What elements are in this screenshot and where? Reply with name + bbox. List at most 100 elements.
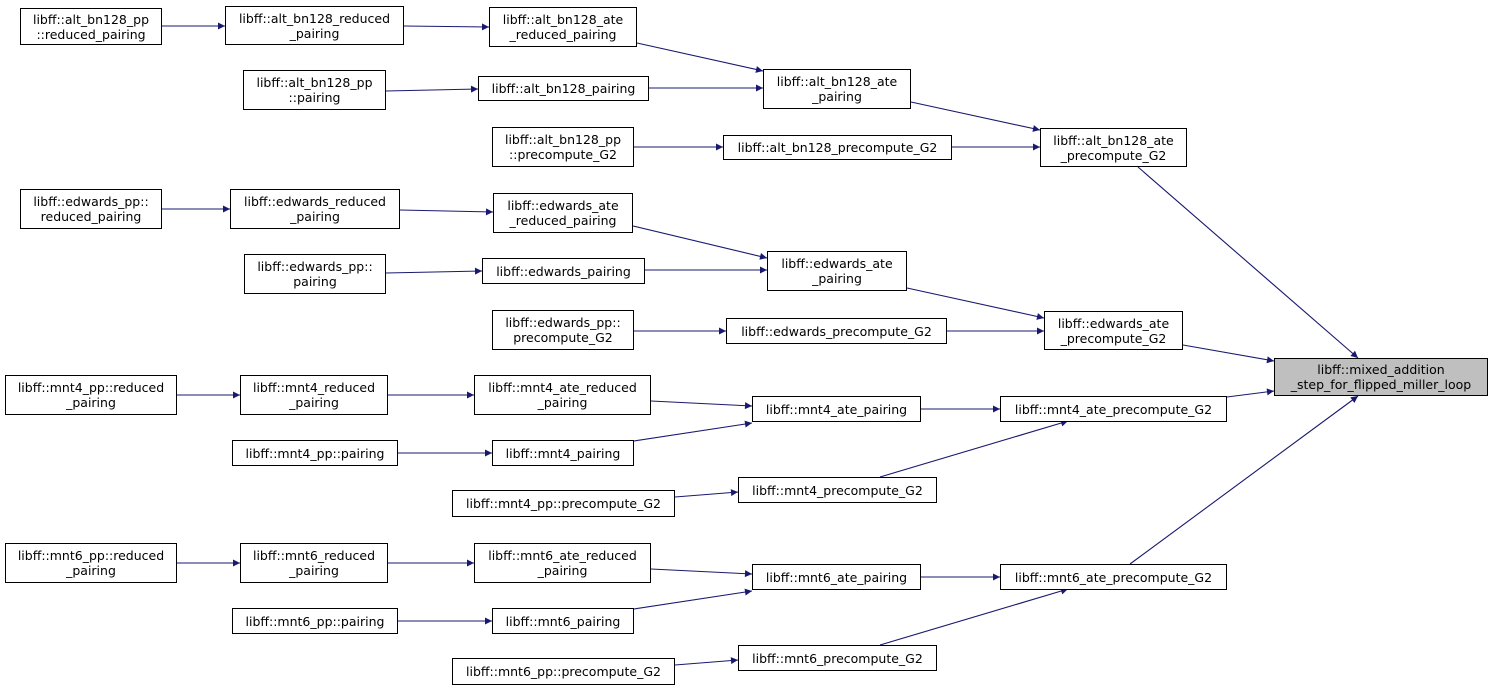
node-label-line: libff::mnt6_reduced — [252, 548, 376, 563]
node-label-line: ::reduced_pairing — [36, 26, 146, 42]
edge-alt_ate_pairing-to-alt_ate_precompute — [910, 101, 1041, 132]
node-edwards-ate-reduced-pairing[interactable]: libff::edwards_ate _reduced_pairing — [493, 193, 633, 233]
node-label-line: libff::mnt6_ate_precompute_G2 — [1014, 569, 1213, 585]
node-label-line: libff::edwards_precompute_G2 — [741, 323, 932, 339]
node-label-line: _reduced_pairing — [509, 213, 617, 228]
edge-mnt6_ate_reduced-to-mnt6_ate_pairing — [650, 568, 753, 578]
node-label-line: libff::edwards_reduced — [244, 194, 386, 209]
node-mnt4-pp-reduced-pairing[interactable]: libff::mnt4_pp::reduced _pairing — [5, 375, 177, 415]
node-mnt6-pairing[interactable]: libff::mnt6_pairing — [492, 608, 634, 634]
node-edwards-precompute-g2[interactable]: libff::edwards_precompute_G2 — [726, 318, 947, 344]
node-mixed-addition-step: libff::mixed_addition _step_for_flipped_… — [1274, 358, 1488, 396]
node-mnt4-ate-reduced-pairing[interactable]: libff::mnt4_ate_reduced _pairing — [474, 375, 651, 415]
node-label-line: _pairing — [289, 395, 339, 410]
node-label-line: _pairing — [66, 563, 116, 578]
node-label-line: libff::mnt6_ate_reduced — [488, 548, 637, 563]
node-label-line: libff::mnt4_precompute_G2 — [752, 482, 923, 498]
node-label-line: libff::mnt6_precompute_G2 — [752, 650, 923, 666]
node-mnt6-reduced-pairing[interactable]: libff::mnt6_reduced _pairing — [240, 543, 388, 583]
node-edwards-pp-reduced-pairing[interactable]: libff::edwards_pp:: reduced_pairing — [20, 189, 162, 229]
node-alt-bn128-reduced-pairing[interactable]: libff::alt_bn128_reduced _pairing — [225, 6, 404, 45]
node-label-line: libff::mnt6_pp::reduced — [17, 548, 165, 563]
node-label-line: libff::mnt6_pairing — [505, 613, 621, 629]
node-mnt6-precompute-g2[interactable]: libff::mnt6_precompute_G2 — [738, 645, 937, 671]
node-label-line: _pairing — [290, 209, 340, 224]
node-label-line: libff::mnt4_ate_reduced — [488, 380, 637, 395]
node-label-line: libff::edwards_ate — [1057, 315, 1170, 331]
node-label-line: libff::alt_bn128_ate — [502, 12, 624, 27]
node-edwards-ate-precompute-g2[interactable]: libff::edwards_ate _precompute_G2 — [1044, 311, 1183, 350]
node-mnt6-ate-reduced-pairing[interactable]: libff::mnt6_ate_reduced _pairing — [474, 543, 651, 583]
node-label-line: libff::edwards_pairing — [496, 263, 631, 279]
node-label-line: libff::mnt4_pairing — [505, 445, 621, 461]
node-label-line: libff::edwards_ate — [507, 198, 619, 213]
node-alt-bn128-pairing[interactable]: libff::alt_bn128_pairing — [478, 76, 649, 101]
node-mnt6-pp-reduced-pairing[interactable]: libff::mnt6_pp::reduced _pairing — [5, 543, 177, 583]
node-label-line: libff::mnt6_ate_pairing — [765, 569, 908, 585]
edge-mnt4_pairing-to-mnt4_ate_pairing — [633, 420, 753, 442]
node-label-line: libff::alt_bn128_pp — [256, 75, 373, 90]
node-label-line: _pairing — [812, 271, 862, 286]
node-label-line: _pairing — [537, 563, 588, 578]
node-label-line: libff::mnt4_pp::pairing — [245, 445, 385, 461]
node-label-line: libff::mixed_addition — [1317, 362, 1445, 377]
node-alt-bn128-ate-precompute-g2[interactable]: libff::alt_bn128_ate _precompute_G2 — [1040, 128, 1187, 167]
edge-alt_pp_pairing-to-alt_pairing — [385, 85, 479, 93]
node-label-line: libff::edwards_pp:: — [505, 315, 621, 330]
node-edwards-pp-pairing[interactable]: libff::edwards_pp:: pairing — [244, 254, 386, 294]
node-label-line: libff::alt_bn128_ate — [1053, 132, 1174, 148]
node-mnt6-ate-precompute-g2[interactable]: libff::mnt6_ate_precompute_G2 — [1000, 564, 1227, 590]
node-mnt6-pp-pairing[interactable]: libff::mnt6_pp::pairing — [232, 608, 398, 634]
node-alt-bn128-pp-pairing[interactable]: libff::alt_bn128_pp ::pairing — [243, 70, 386, 110]
node-alt-bn128-precompute-g2[interactable]: libff::alt_bn128_precompute_G2 — [723, 135, 952, 160]
edge-alt_ate_reduced-to-alt_ate_pairing — [636, 42, 764, 73]
node-mnt4-reduced-pairing[interactable]: libff::mnt4_reduced _pairing — [240, 375, 388, 415]
node-label-line: _precompute_G2 — [1060, 330, 1167, 346]
node-label-line: _pairing — [812, 89, 862, 104]
node-label-line: _pairing — [289, 25, 340, 41]
node-mnt4-pairing[interactable]: libff::mnt4_pairing — [492, 440, 634, 466]
node-label-line: libff::alt_bn128_pp — [32, 11, 150, 27]
node-label-line: libff::alt_bn128_reduced — [238, 10, 391, 26]
node-label-line: _pairing — [537, 395, 588, 410]
node-label-line: libff::mnt4_pp::reduced — [17, 380, 165, 395]
node-label-line: libff::mnt4_reduced — [252, 380, 376, 395]
edge-mnt4_ate_precompute-to-mixed_addition — [1226, 388, 1275, 398]
node-mnt4-precompute-g2[interactable]: libff::mnt4_precompute_G2 — [738, 477, 937, 503]
node-label-line: libff::mnt4_ate_precompute_G2 — [1014, 401, 1213, 417]
node-label-line: libff::alt_bn128_pp — [504, 132, 622, 147]
node-label-line: _pairing — [289, 563, 339, 578]
node-alt-bn128-ate-pairing[interactable]: libff::alt_bn128_ate _pairing — [763, 69, 911, 109]
node-alt-bn128-ate-reduced-pairing[interactable]: libff::alt_bn128_ate _reduced_pairing — [489, 7, 637, 47]
node-mnt4-ate-precompute-g2[interactable]: libff::mnt4_ate_precompute_G2 — [1000, 396, 1227, 422]
node-label-line: libff::alt_bn128_pairing — [491, 81, 636, 96]
edge-mnt4_precompute-to-mnt4_ate_precompute — [879, 419, 1069, 478]
node-label-line: libff::edwards_pp:: — [257, 259, 373, 274]
edge-alt_ate_precompute-to-mixed_addition — [1137, 166, 1359, 359]
edge-mnt6_pp_precompute-to-mnt6_precompute — [674, 657, 739, 666]
node-label-line: libff::edwards_ate — [781, 256, 893, 271]
node-alt-bn128-pp-reduced-pairing[interactable]: libff::alt_bn128_pp ::reduced_pairing — [20, 8, 162, 45]
node-alt-bn128-pp-precompute-g2[interactable]: libff::alt_bn128_pp ::precompute_G2 — [492, 127, 634, 167]
node-edwards-pairing[interactable]: libff::edwards_pairing — [482, 258, 645, 284]
node-label-line: ::pairing — [288, 90, 341, 105]
node-edwards-reduced-pairing[interactable]: libff::edwards_reduced _pairing — [230, 189, 400, 229]
node-label-line: libff::mnt4_ate_pairing — [765, 401, 908, 417]
edge-mnt6_pairing-to-mnt6_ate_pairing — [633, 588, 753, 610]
node-label-line: libff::mnt6_pp::pairing — [245, 613, 385, 629]
edge-edwards_ate_precompute-to-mixed_addition — [1182, 344, 1275, 364]
node-mnt6-ate-pairing[interactable]: libff::mnt6_ate_pairing — [752, 564, 921, 590]
node-mnt4-ate-pairing[interactable]: libff::mnt4_ate_pairing — [752, 396, 921, 422]
node-label-line: pairing — [293, 274, 337, 289]
node-mnt4-pp-precompute-g2[interactable]: libff::mnt4_pp::precompute_G2 — [452, 490, 675, 517]
node-label-line: precompute_G2 — [513, 330, 613, 345]
node-label-line: _pairing — [66, 395, 116, 410]
node-edwards-pp-precompute-g2[interactable]: libff::edwards_pp:: precompute_G2 — [492, 310, 634, 350]
node-label-line: libff::alt_bn128_ate — [776, 74, 898, 89]
node-mnt6-pp-precompute-g2[interactable]: libff::mnt6_pp::precompute_G2 — [452, 658, 675, 685]
node-mnt4-pp-pairing[interactable]: libff::mnt4_pp::pairing — [232, 440, 398, 466]
edge-mnt6_ate_precompute-to-mixed_addition — [1129, 395, 1359, 565]
node-edwards-ate-pairing[interactable]: libff::edwards_ate _pairing — [767, 251, 907, 291]
